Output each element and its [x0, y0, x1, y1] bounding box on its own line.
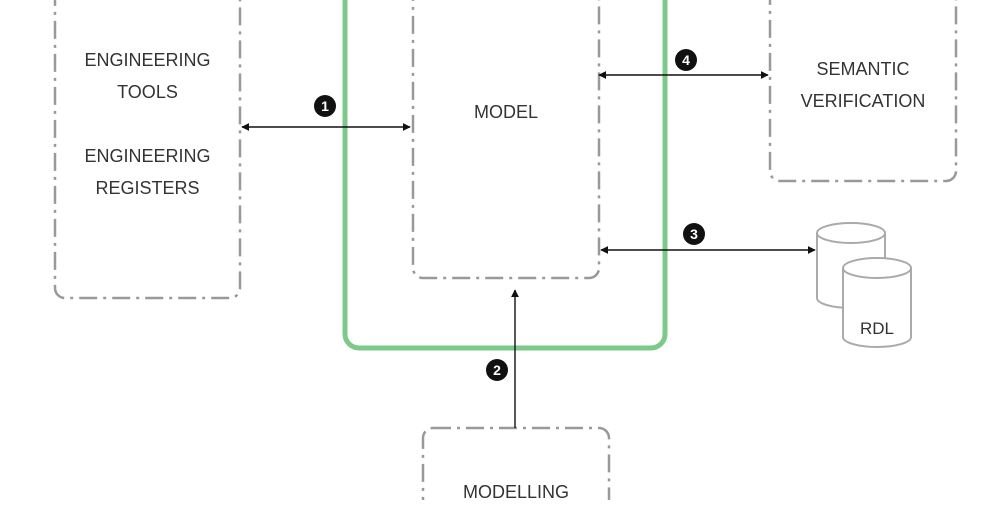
marker-3: 3: [683, 223, 705, 245]
engineering-tools-line-2: TOOLS: [117, 82, 178, 102]
model-container-frame: [342, 0, 668, 351]
semantic-verification-label: SEMANTIC VERIFICATION: [770, 53, 956, 117]
modelling-label: MODELLING: [462, 482, 570, 502]
svg-text:1: 1: [321, 98, 329, 114]
modelling-box-frame: [421, 426, 611, 500]
svg-text:2: 2: [493, 362, 501, 378]
marker-2: 2: [486, 359, 508, 381]
engineering-tools-label: ENGINEERING TOOLS: [55, 44, 240, 108]
engineering-registers-line-1: ENGINEERING: [84, 146, 211, 166]
semantic-verification-box-frame: [768, 0, 958, 183]
engineering-box-frame: [53, 0, 242, 300]
rdl-database-icon: [816, 222, 912, 348]
svg-text:4: 4: [682, 52, 690, 68]
semantic-verification-line-1: SEMANTIC: [816, 59, 910, 79]
engineering-registers-label: ENGINEERING REGISTERS: [55, 140, 240, 204]
marker-1: 1: [314, 95, 336, 117]
model-label: MODEL: [473, 102, 538, 122]
engineering-registers-line-2: REGISTERS: [95, 178, 200, 198]
model-box-frame: [411, 0, 601, 280]
engineering-tools-line-1: ENGINEERING: [84, 50, 211, 70]
svg-text:3: 3: [690, 226, 698, 242]
rdl-label: RDL: [859, 319, 894, 338]
marker-4: 4: [675, 49, 697, 71]
semantic-verification-line-2: VERIFICATION: [800, 91, 926, 111]
